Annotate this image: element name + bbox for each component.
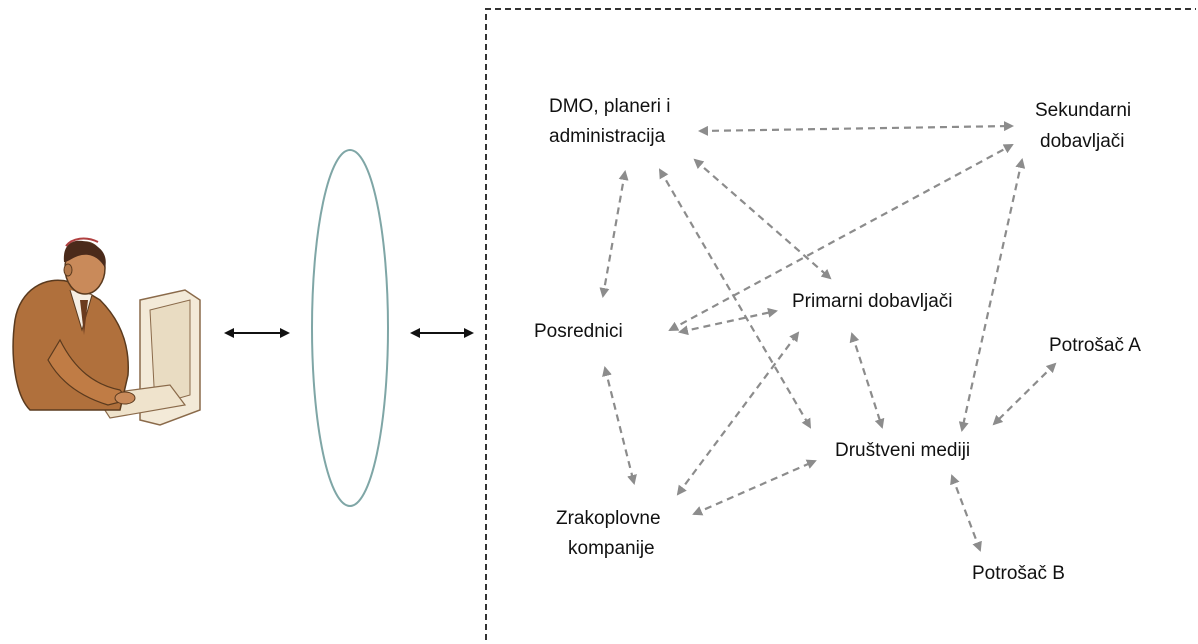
node-drustveni: Društveni mediji — [835, 440, 970, 461]
arrow-dmo-primarni — [693, 158, 832, 280]
node-posrednici: Posrednici — [534, 321, 623, 342]
arrow-dmo-posrednici — [599, 170, 629, 298]
node-primarni: Primarni dobavljači — [792, 291, 953, 312]
arrow-potrosac-a-drustveni — [992, 362, 1057, 426]
node-dmo-line2: administracija — [549, 126, 666, 147]
node-potrosac-a: Potrošač A — [1049, 335, 1141, 356]
arrow-dmo-drustveni — [658, 168, 812, 429]
arrow-primarni-drustveni — [849, 332, 885, 429]
person-at-computer-icon — [12, 237, 201, 426]
arrow-posrednici-zrakoplovne — [602, 366, 637, 485]
arrow-posrednici-primarni — [678, 307, 778, 336]
node-dmo-line1: DMO, planeri i — [549, 96, 670, 117]
node-zrakoplovne-line2: kompanije — [568, 538, 655, 559]
arrow-posrednici-sekundarni — [668, 144, 1014, 331]
arrow-dmo-sekundarni — [698, 121, 1014, 136]
node-potrosac-b: Potrošač B — [972, 563, 1065, 584]
channel-ellipse — [311, 149, 389, 507]
node-sekundarni-line2: dobavljači — [1040, 131, 1125, 152]
node-zrakoplovne-line1: Zrakoplovne — [556, 508, 661, 529]
arrow-drustveni-potrosac-b — [950, 474, 982, 552]
connection-arrows — [599, 121, 1057, 552]
network-frame — [485, 8, 1196, 640]
arrow-sekundarni-drustveni — [958, 158, 1026, 432]
arrow-zrakoplovne-drustveni — [692, 459, 817, 516]
node-sekundarni-line1: Sekundarni — [1035, 100, 1131, 121]
arrow-zrakoplovne-primarni — [676, 331, 800, 496]
